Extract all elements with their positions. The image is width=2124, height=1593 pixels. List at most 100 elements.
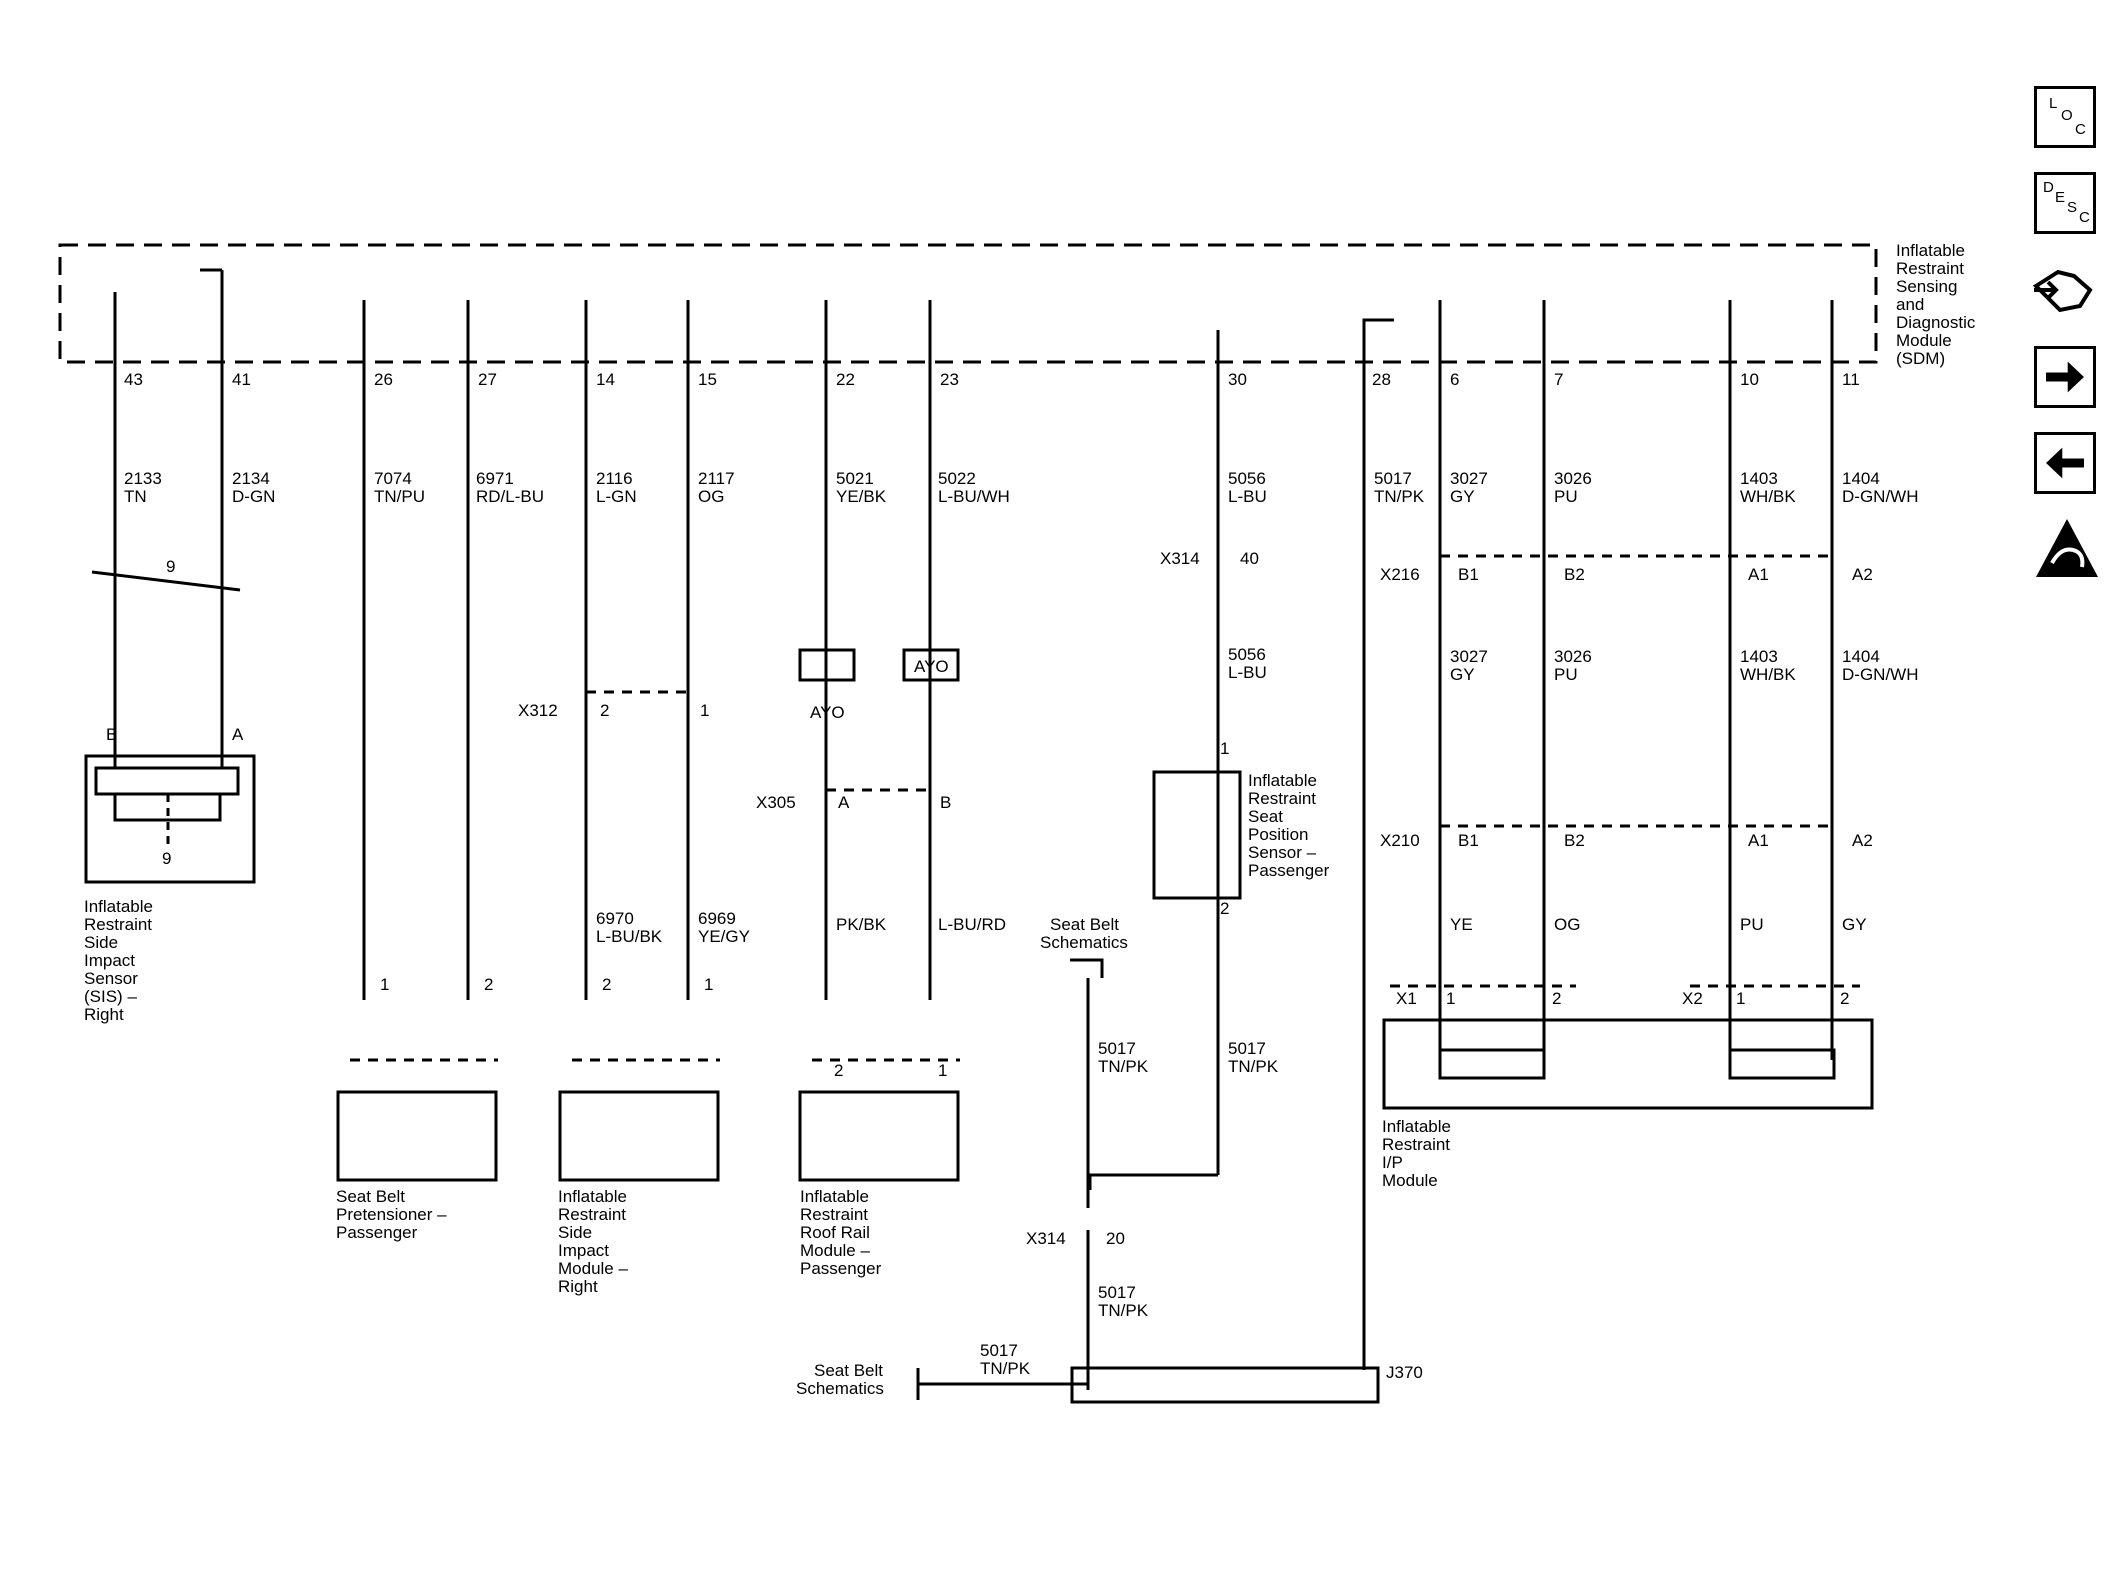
wire-color: TN/PK	[1098, 1057, 1149, 1076]
connector-j370: J370	[1386, 1363, 1423, 1382]
connector-pin: B	[106, 725, 117, 744]
connector-pin: B2	[1564, 565, 1585, 584]
loc-button[interactable]: L O C	[2034, 86, 2096, 148]
desc-icon: D	[2043, 179, 2054, 196]
wire-circuit: 2117	[698, 469, 735, 488]
wire-circuit: 6970	[596, 909, 634, 928]
connector-pin: 1	[700, 701, 709, 720]
desc-button[interactable]: D E S C	[2034, 172, 2096, 234]
sis-label-2: Restraint	[84, 915, 152, 934]
wire-color: TN/PU	[374, 487, 425, 506]
ip-module-label-2: Restraint	[1382, 1135, 1450, 1154]
connector-pin: A2	[1852, 565, 1873, 584]
wire-color: PK/BK	[836, 915, 887, 934]
connector-x1: X1	[1396, 989, 1417, 1008]
ip-module-outline	[1382, 1018, 1874, 1110]
wire-color: OG	[698, 487, 724, 506]
wire-color: GY	[1450, 487, 1475, 506]
sdm-title-1: Inflatable	[1896, 241, 1965, 260]
wire-color: D-GN/WH	[1842, 665, 1918, 684]
wire-circuit: 6969	[698, 909, 736, 928]
wire-color: D-GN	[232, 487, 275, 506]
wire-color: L-BU/RD	[938, 915, 1006, 934]
ip-module-label-1: Inflatable	[1382, 1117, 1451, 1136]
sis-label-3: Side	[84, 933, 118, 952]
roof-rail-label-5: Passenger	[800, 1259, 882, 1278]
connector-pin: 2	[602, 975, 611, 994]
wire-color: L-BU/WH	[938, 487, 1010, 506]
seatbelt-schematics-ref[interactable]: Schematics	[1040, 933, 1128, 952]
wire-circuit: 5017	[1098, 1039, 1136, 1058]
sis-label-4: Impact	[84, 951, 135, 970]
seat-sensor-label-2: Restraint	[1248, 789, 1316, 808]
connector-pin: 9	[162, 849, 171, 868]
roof-rail-label-3: Roof Rail	[800, 1223, 870, 1242]
connector-pin: 1	[1446, 989, 1455, 1008]
wire-circuit: 5056	[1228, 469, 1266, 488]
next-page-button[interactable]	[2034, 346, 2096, 408]
wire-circuit: 5021	[836, 469, 874, 488]
sdm-pin: 26	[374, 370, 393, 389]
wire-color: GY	[1450, 665, 1475, 684]
wire-circuit: 6971	[476, 469, 514, 488]
side-module-label-5: Module –	[558, 1259, 628, 1278]
connector-pin: 2	[1840, 989, 1849, 1008]
wire-color: D-GN/WH	[1842, 487, 1918, 506]
connector-pin: 1	[380, 975, 389, 994]
wire-circuit: 1403	[1740, 469, 1778, 488]
j370-splice	[1070, 1366, 1380, 1404]
connector-x312: X312	[518, 701, 558, 720]
sdm-pin: 30	[1228, 370, 1247, 389]
connector-x305: X305	[756, 793, 796, 812]
sis-outline	[84, 754, 256, 884]
side-module-label-1: Inflatable	[558, 1187, 627, 1206]
connector-pin: 2	[600, 701, 609, 720]
connector-view-icon[interactable]	[2030, 260, 2100, 326]
connector-pin: 1	[1736, 989, 1745, 1008]
connector-pin: 2	[1552, 989, 1561, 1008]
previous-page-button[interactable]	[2034, 432, 2096, 494]
sdm-title-4: and	[1896, 295, 1924, 314]
wire-color: PU	[1554, 487, 1578, 506]
previous-page-icon	[2046, 447, 2084, 479]
wire-color: L-BU	[1228, 487, 1267, 506]
sdm-title-3: Sensing	[1896, 277, 1957, 296]
connector-pin: A	[838, 793, 850, 812]
wire-color: GY	[1842, 915, 1867, 934]
wire-circuit: 3027	[1450, 647, 1488, 666]
sdm-pin: 41	[232, 370, 251, 389]
pretensioner-label-3: Passenger	[336, 1223, 418, 1242]
sis-label-6: (SIS) –	[84, 987, 137, 1006]
roof-rail-label-1: Inflatable	[800, 1187, 869, 1206]
seatbelt-schematics-ref[interactable]: Seat Belt	[814, 1361, 883, 1380]
next-page-icon	[2046, 361, 2084, 393]
sdm-pin: 43	[124, 370, 143, 389]
wire-color: L-GN	[596, 487, 637, 506]
wire-color: YE	[1450, 915, 1473, 934]
sdm-pin: 14	[596, 370, 615, 389]
seatbelt-schematics-ref[interactable]: Seat Belt	[1050, 915, 1119, 934]
wire-circuit: 3026	[1554, 647, 1592, 666]
wire-color: YE/GY	[698, 927, 750, 946]
connector-pin: 1	[938, 1061, 947, 1080]
wire-circuit: 2133	[124, 469, 162, 488]
connector-x2: X2	[1682, 989, 1703, 1008]
connector-x216: X216	[1380, 565, 1420, 584]
sdm-pin: 7	[1554, 370, 1563, 389]
wire-circuit: 5017	[980, 1341, 1018, 1360]
seatbelt-schematics-ref[interactable]: Schematics	[796, 1379, 884, 1398]
roof-rail-label-4: Module –	[800, 1241, 870, 1260]
connector-pin: A1	[1748, 831, 1769, 850]
wire-color: RD/L-BU	[476, 487, 544, 506]
wire-color: PU	[1554, 665, 1578, 684]
connector-pin: B1	[1458, 831, 1479, 850]
wire-circuit: 3026	[1554, 469, 1592, 488]
connector-pin: 2	[484, 975, 493, 994]
sdm-pin: 27	[478, 370, 497, 389]
sdm-pin: 6	[1450, 370, 1459, 389]
ayo-label: AYO	[810, 703, 845, 722]
connector-pin: 1	[1220, 739, 1229, 758]
connector-x210: X210	[1380, 831, 1420, 850]
connector-pin: B2	[1564, 831, 1585, 850]
roof-rail-label-2: Restraint	[800, 1205, 868, 1224]
